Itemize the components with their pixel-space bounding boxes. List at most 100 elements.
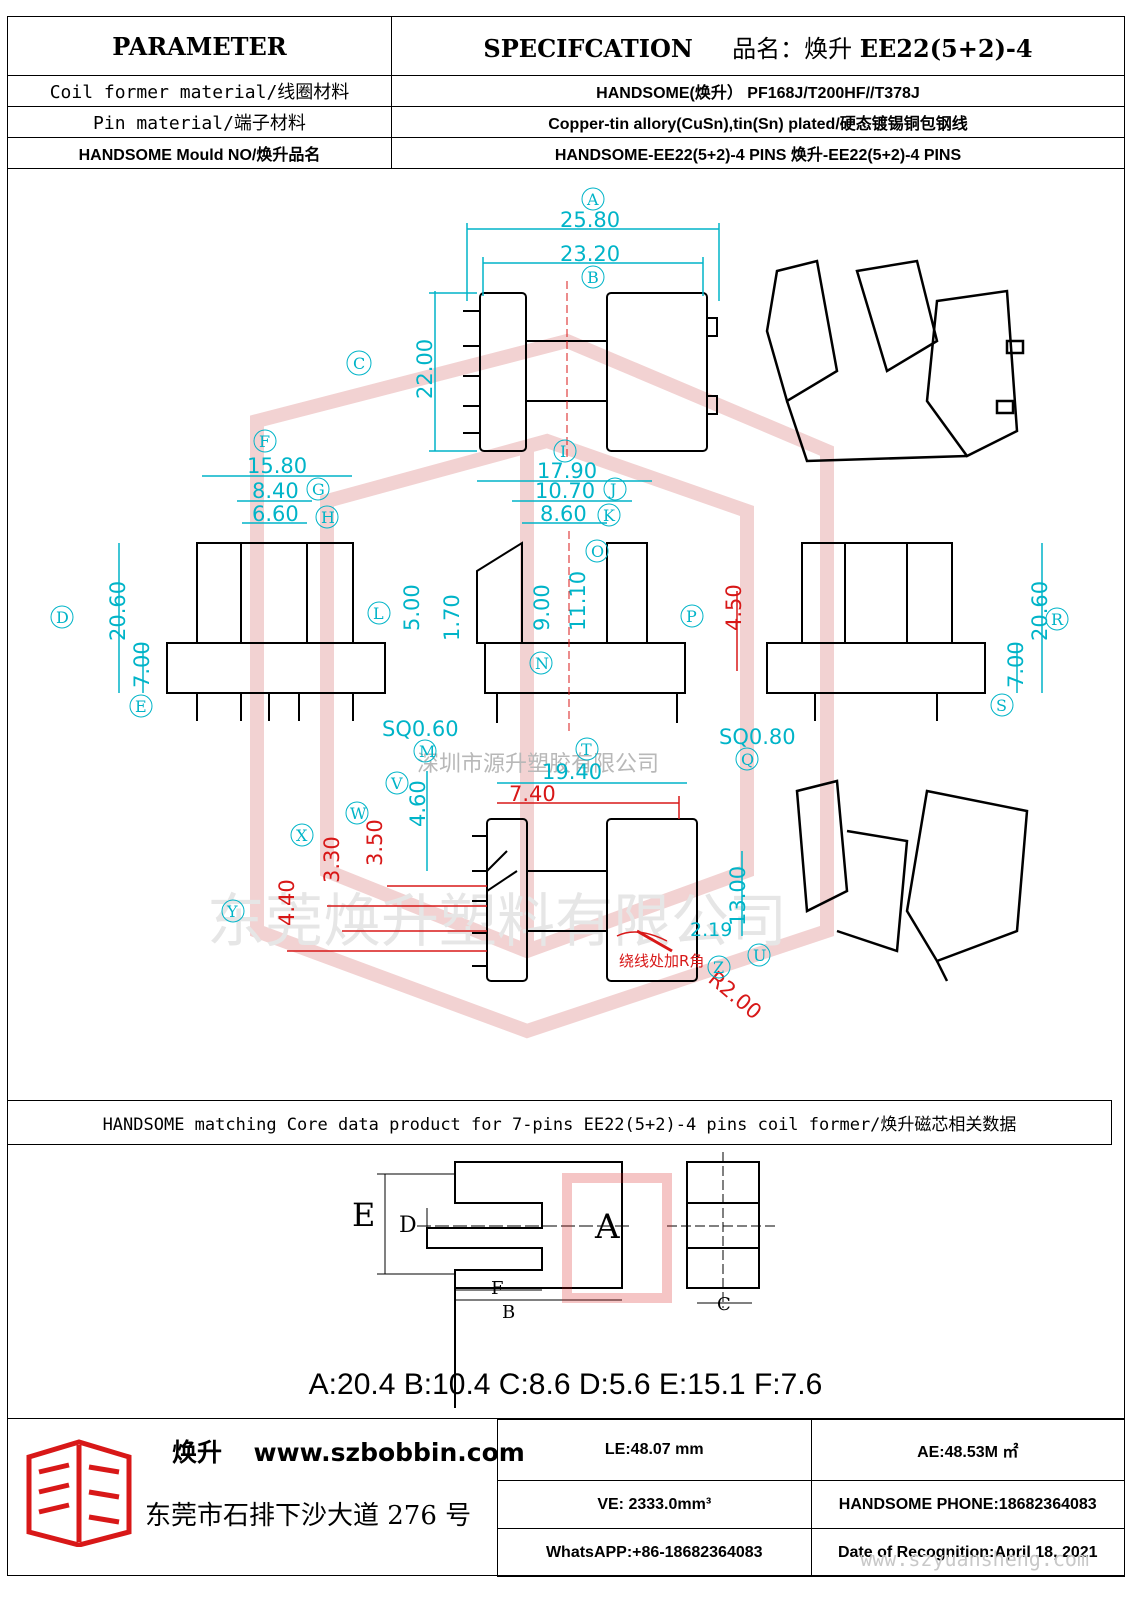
dim-9: 9.00 <box>530 584 554 631</box>
circle-label-Z: Z <box>707 955 731 979</box>
dim-N: 11.10 <box>566 571 590 631</box>
website-link[interactable]: www.szbobbin.com <box>253 1438 525 1467</box>
svg-text:C: C <box>353 354 365 373</box>
dim-J: 10.70 <box>535 479 595 503</box>
phone-value: HANDSOME PHONE:18682364083 <box>810 1480 1125 1530</box>
dim-F: 15.80 <box>247 454 307 478</box>
top-view <box>463 281 718 461</box>
product-model: EE22(5+2)-4 <box>859 33 1033 63</box>
circle-label-J: J <box>603 477 627 501</box>
dim-O: 1.70 <box>440 594 464 641</box>
svg-text:K: K <box>603 506 616 525</box>
dim-I: 17.90 <box>537 459 597 483</box>
isometric-view-top <box>765 259 1025 463</box>
product-name: 焕升 <box>804 34 853 63</box>
svg-text:V: V <box>390 774 403 793</box>
circle-label-I: I <box>553 439 577 463</box>
svg-text:I: I <box>560 442 566 461</box>
svg-text:D: D <box>56 608 69 627</box>
circle-label-D: D <box>50 605 74 629</box>
svg-text:Y: Y <box>226 902 238 921</box>
circle-label-O: O <box>585 539 609 563</box>
core-drawing: E D A F B C <box>352 1152 777 1408</box>
core-label-F: F <box>491 1278 504 1299</box>
circle-label-X: X <box>290 823 314 847</box>
website-watermark: www.szyuansheng.com <box>860 1547 1089 1571</box>
dim-V: 4.60 <box>406 780 430 827</box>
circle-label-C: C <box>346 350 372 376</box>
parameter-heading: PARAMETER <box>7 16 392 76</box>
brand-name: 焕升 <box>172 1438 223 1467</box>
bottom-view-cyan-dims <box>426 771 743 936</box>
circle-label-P: P <box>680 604 704 628</box>
winding-note: 绕线处加R角 <box>619 952 704 970</box>
dim-B: 23.20 <box>560 242 620 266</box>
dim-S: 7.00 <box>1004 641 1028 688</box>
dim-L: 5.00 <box>400 584 424 631</box>
brand-line: 焕升 www.szbobbin.com <box>172 1433 525 1469</box>
dim-E: 7.00 <box>130 641 154 688</box>
ve-value: VE: 2333.0mm³ <box>497 1480 812 1530</box>
left-front-view <box>166 542 386 721</box>
dim-X: 3.30 <box>320 836 344 883</box>
center-section-view <box>476 531 686 731</box>
core-watermark-logo <box>562 1173 672 1303</box>
circle-labels: A B C F G H I J K D E L O N P R S M T Q … <box>50 187 1069 979</box>
pin-material-value: Copper-tin allory(CuSn),tin(Sn) plated/硬… <box>391 106 1125 138</box>
dim-C: 22.00 <box>413 339 437 399</box>
right-front-view <box>766 542 986 721</box>
core-label-C: C <box>717 1294 731 1315</box>
top-view-dims <box>429 223 720 452</box>
watermark-company-top: 深圳市源升塑胶有限公司 <box>417 752 659 777</box>
dim-K: 8.60 <box>540 502 587 526</box>
watermark-company-big: 东莞焕升塑料有限公司 <box>207 887 787 955</box>
svg-text:A: A <box>586 190 599 209</box>
svg-text:S: S <box>996 696 1007 715</box>
core-data-title: HANDSOME matching Core data product for … <box>7 1100 1112 1145</box>
footer: 焕升 www.szbobbin.com 东莞市石排下沙大道 276 号 LE:4… <box>7 1418 1125 1577</box>
svg-text:Q: Q <box>741 750 754 769</box>
bottom-view-dims <box>287 796 680 953</box>
circle-label-S: S <box>990 693 1014 717</box>
circle-label-L: L <box>367 601 391 625</box>
circle-label-W: W <box>345 801 369 825</box>
svg-text:X: X <box>296 826 308 845</box>
svg-text:Z: Z <box>713 958 724 977</box>
svg-text:P: P <box>686 607 697 626</box>
dim-Y: 4.40 <box>275 879 299 926</box>
coil-material-value: HANDSOME(焕升） PF168J/T200HF//T378J <box>391 75 1125 107</box>
whatsapp-value: WhatsAPP:+86-18682364083 <box>497 1528 812 1577</box>
dim-T: 19.40 <box>542 760 602 784</box>
core-end-view <box>667 1152 777 1308</box>
circle-label-N: N <box>529 651 553 675</box>
core-side-view <box>377 1161 632 1408</box>
dim-U: 13.00 <box>726 866 750 926</box>
circle-label-U: U <box>747 943 771 967</box>
circle-label-F: F <box>253 429 277 453</box>
dim-P: 4.50 <box>722 584 746 631</box>
svg-text:T: T <box>581 740 592 759</box>
circle-label-G: G <box>306 477 330 501</box>
specification-heading: SPECIFCATION 品名：焕升 EE22(5+2)-4 <box>391 16 1125 76</box>
circle-label-Q: Q <box>735 747 759 771</box>
circle-label-M: M <box>413 739 437 763</box>
le-value: LE:48.07 mm <box>497 1418 812 1482</box>
dim-U2: 2.19 <box>690 919 732 941</box>
company-address: 东莞市石排下沙大道 276 号 <box>145 1501 472 1531</box>
coil-material-label: Coil former material/线圈材料 <box>7 75 392 107</box>
circle-label-E: E <box>129 694 153 718</box>
circle-label-T: T <box>575 737 599 761</box>
svg-text:N: N <box>535 654 549 673</box>
dim-R: 20.60 <box>1028 581 1052 641</box>
svg-text:B: B <box>587 268 599 287</box>
dim-Z: 7.40 <box>509 782 556 806</box>
svg-text:O: O <box>591 542 604 561</box>
product-name-label: 品名： <box>732 34 805 63</box>
svg-text:F: F <box>259 432 270 451</box>
svg-text:L: L <box>373 604 384 623</box>
dim-A: 25.80 <box>560 208 620 232</box>
svg-text:G: G <box>312 480 325 499</box>
circle-label-A: A <box>581 187 605 211</box>
svg-text:R: R <box>1051 610 1064 629</box>
